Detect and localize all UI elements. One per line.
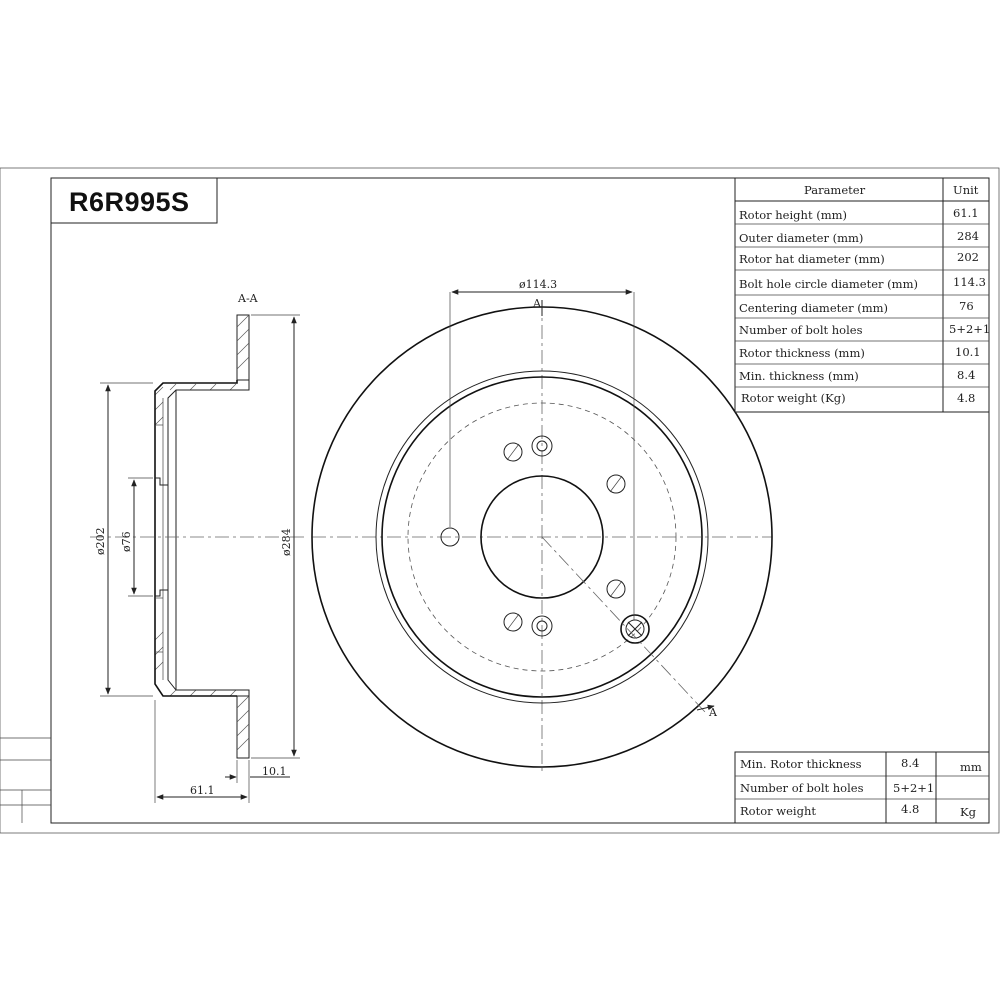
bolt-circle-dim: ø114.3 (519, 278, 557, 291)
hatching (154, 314, 250, 751)
param-label: Rotor height (mm) (739, 208, 847, 222)
section-mark-top: A (532, 297, 542, 310)
summary-label: Number of bolt holes (740, 781, 864, 795)
param-label: Outer diameter (mm) (739, 231, 863, 245)
param-value: 284 (957, 229, 979, 243)
section-mark-bottom: A (708, 706, 718, 719)
hub-bore (155, 477, 168, 597)
summary-unit: mm (960, 760, 982, 774)
center-bore (480, 475, 604, 599)
param-value: 5+2+1 (949, 322, 990, 336)
param-label: Centering diameter (mm) (739, 301, 888, 315)
margin-grid (0, 737, 51, 823)
inner-frame (50, 177, 990, 824)
front-view: A A ø114.3 (311, 278, 773, 775)
parameter-table: Parameter Unit Rotor height (mm) 61.1 Ou… (734, 177, 990, 413)
friction-ring-bottom (236, 695, 250, 759)
param-header: Parameter (804, 183, 866, 197)
summary-table: Min. Rotor thickness 8.4 mm Number of bo… (734, 751, 990, 824)
unit-header: Unit (953, 183, 979, 197)
rotor-thickness-dim: 10.1 (262, 765, 287, 778)
param-label: Rotor weight (Kg) (741, 391, 846, 405)
summary-label: Rotor weight (740, 804, 816, 818)
param-value: 114.3 (953, 275, 986, 289)
hat-edge-inner (381, 376, 703, 698)
summary-unit: Kg (960, 805, 977, 819)
center-bore-dim: ø76 (120, 531, 133, 552)
bolt-hole-upper-left (503, 442, 523, 462)
param-label: Min. thickness (mm) (739, 369, 859, 383)
param-label: Rotor thickness (mm) (739, 346, 865, 360)
rotor-height-dim: 61.1 (190, 784, 215, 797)
locating-hole (620, 614, 650, 644)
summary-value: 5+2+1 (893, 781, 934, 795)
hat-edge-outer (375, 370, 709, 704)
param-value: 76 (959, 299, 974, 313)
param-value: 8.4 (957, 368, 975, 382)
bolt-circle (407, 402, 677, 672)
friction-ring-top (236, 314, 250, 381)
bolt-hole-upper-right (606, 474, 626, 494)
section-view: A-A (90, 292, 305, 803)
threaded-hole-top (531, 435, 553, 457)
title-block: R6R995S (50, 177, 218, 224)
drawing-title: R6R995S (69, 187, 190, 217)
hat-diameter-dim: ø202 (94, 527, 107, 555)
bolt-hole-lower-left (503, 612, 523, 632)
bolt-hole-left (440, 527, 460, 547)
outer-diameter-dim: ø284 (280, 528, 293, 556)
bolt-hole-lower-right (606, 579, 626, 599)
param-label: Rotor hat diameter (mm) (739, 252, 885, 266)
threaded-hole-bottom (531, 615, 553, 637)
summary-value: 4.8 (901, 802, 919, 816)
summary-label: Min. Rotor thickness (740, 757, 862, 771)
section-label: A-A (237, 292, 259, 305)
param-label: Number of bolt holes (739, 323, 863, 337)
param-value: 202 (957, 250, 979, 264)
param-value: 10.1 (955, 345, 981, 359)
section-cut-line (541, 536, 706, 713)
outer-frame (0, 167, 1000, 834)
param-value: 4.8 (957, 391, 975, 405)
hat-profile-outer (154, 380, 238, 697)
hat-profile-inner (167, 380, 250, 696)
param-label: Bolt hole circle diameter (mm) (739, 277, 918, 291)
summary-value: 8.4 (901, 756, 919, 770)
param-value: 61.1 (953, 206, 979, 220)
